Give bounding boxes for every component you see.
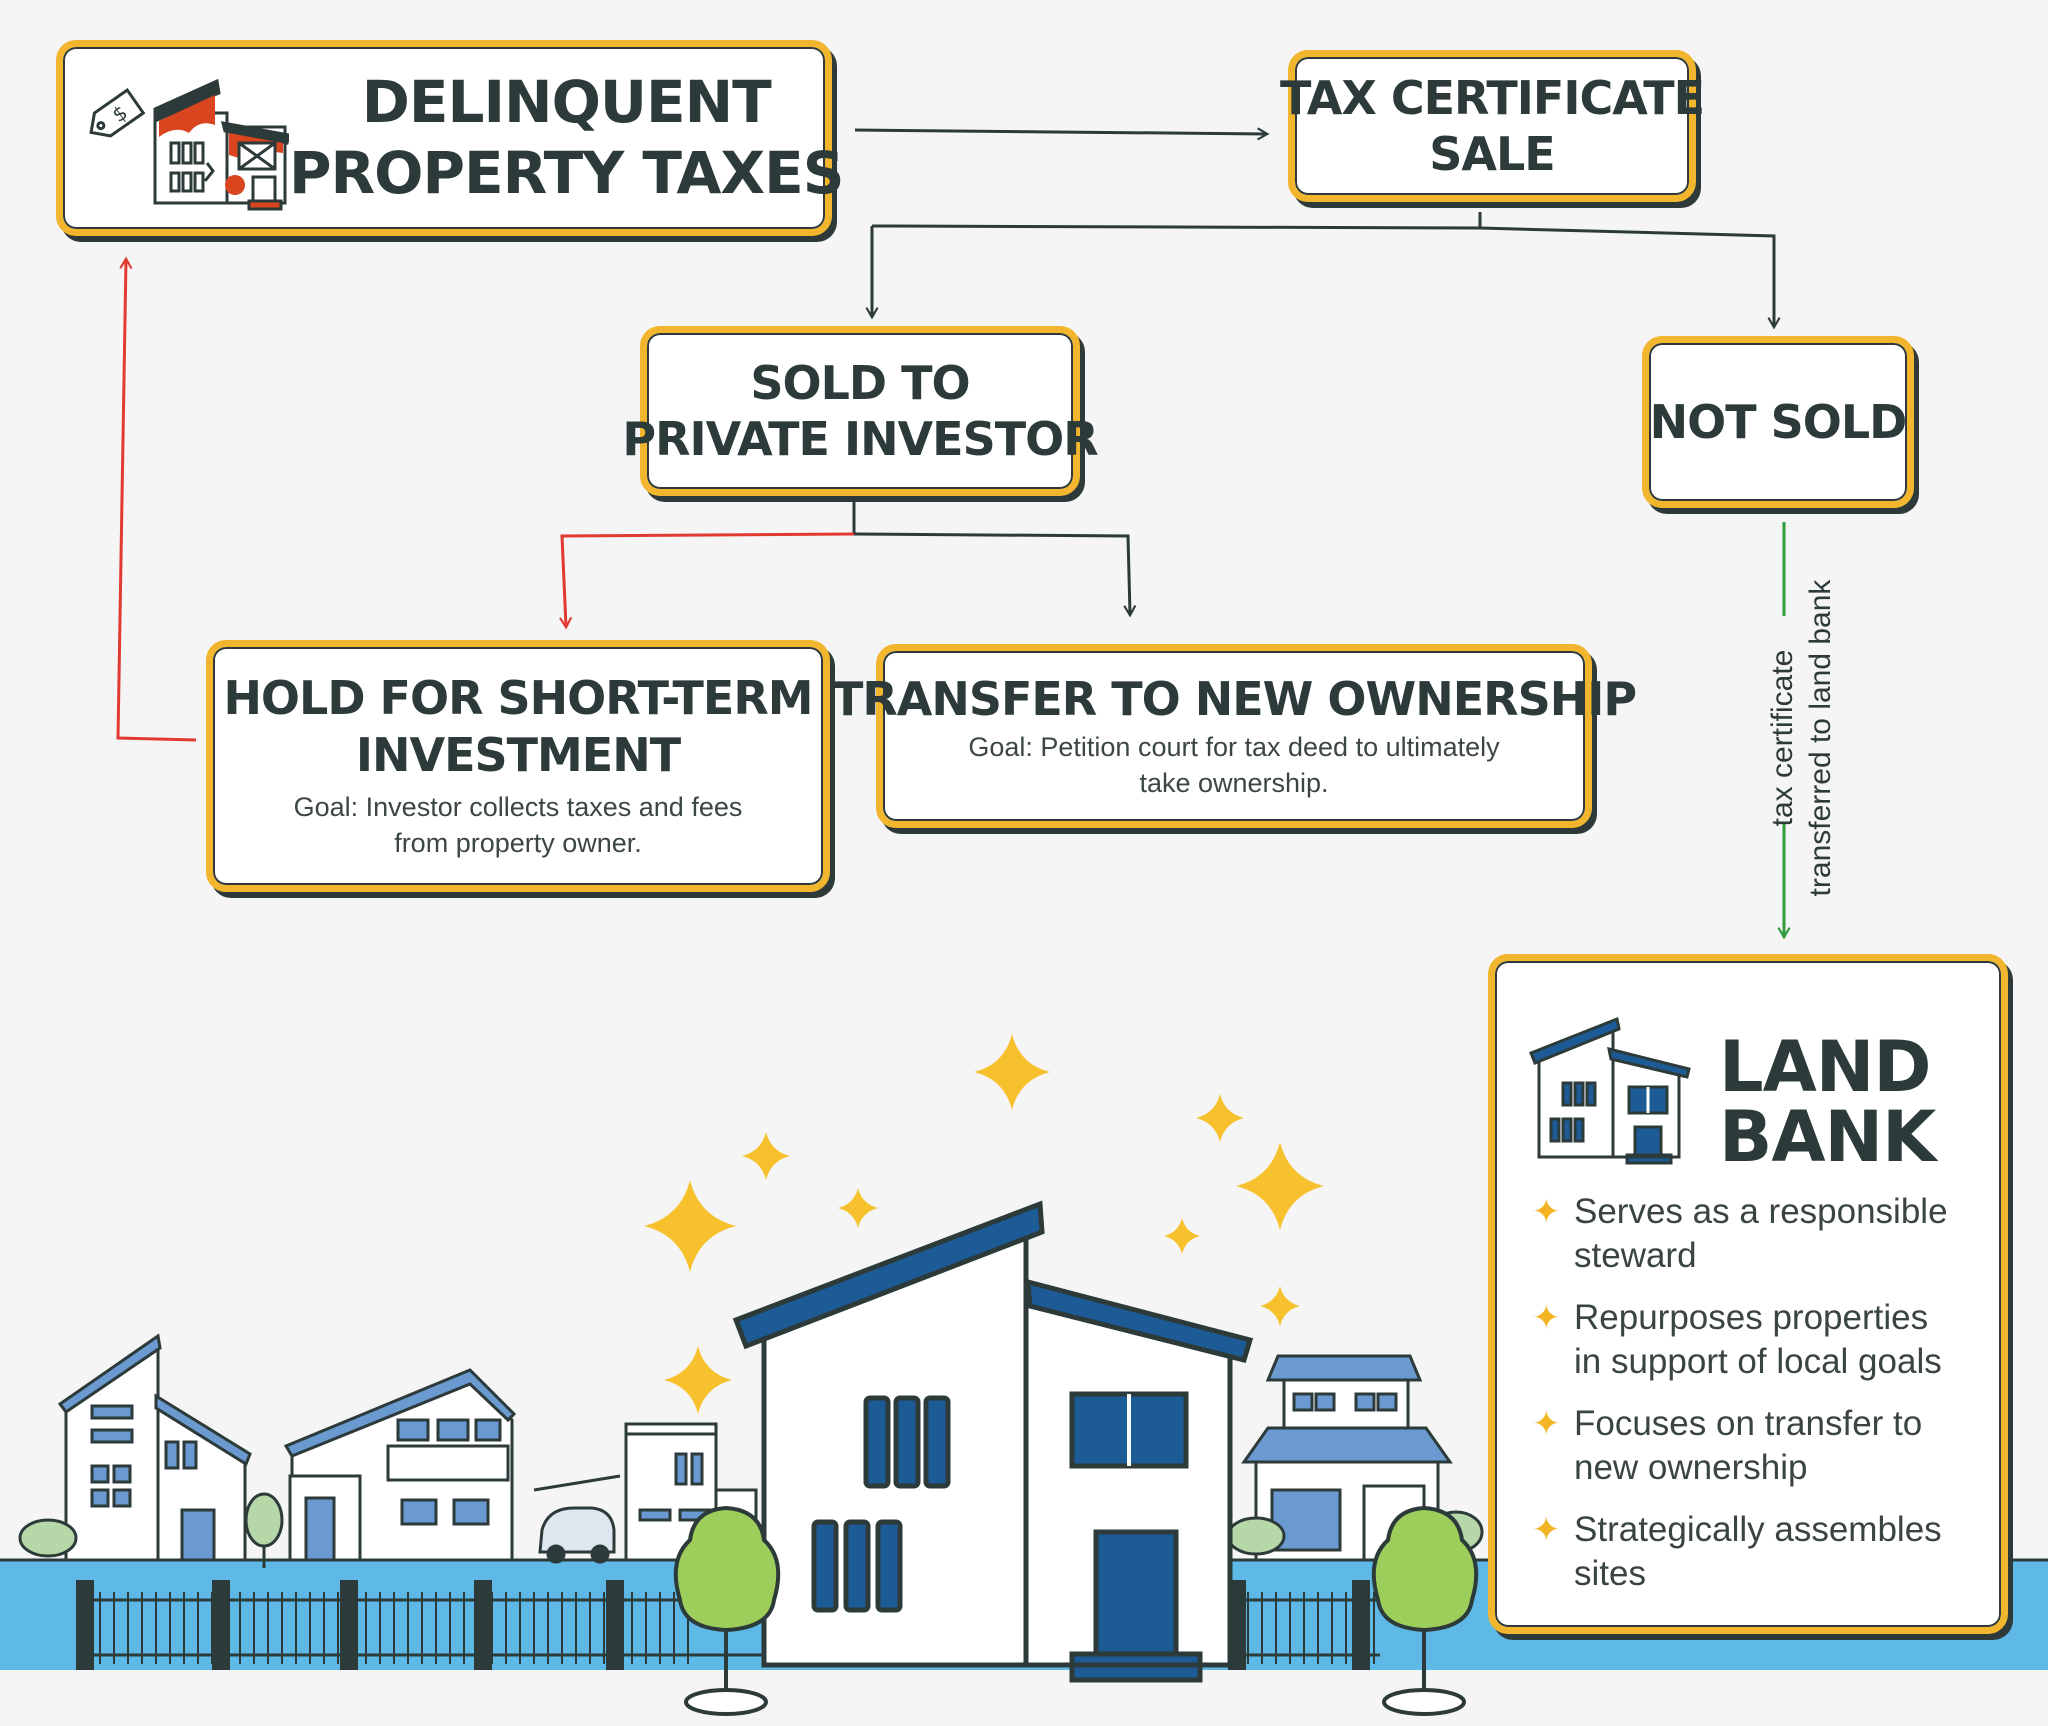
edge-label-line2: transferred to land bank (1804, 579, 1837, 897)
transfer-goal-line1: Goal: Petition court for tax deed to ult… (968, 731, 1500, 762)
land-bank-bullet-4: ✦ Strategically assembles sites (1532, 1508, 2002, 1596)
bullet-3-line1: Focuses on transfer to (1574, 1404, 1923, 1443)
tax-cert-title-line1: TAX CERTIFICATE (1279, 70, 1705, 125)
sparkle-icon (664, 1346, 732, 1414)
distressed-house-icon: $ (89, 78, 289, 211)
land-bank-house-icon (1529, 1016, 1691, 1165)
arrow-to-not-sold (1479, 226, 1781, 330)
split-from-sale (871, 212, 1482, 230)
node-land-bank: LAND BANK (1488, 954, 2008, 1634)
delinquent-title-line1: DELINQUENT (361, 68, 772, 137)
sparkle-icon (1196, 1094, 1244, 1142)
star-bullet-icon: ✦ (1532, 1193, 1561, 1231)
bullet-2-line2: in support of local goals (1574, 1342, 1942, 1381)
star-bullet-icon: ✦ (1532, 1405, 1561, 1443)
background-house-1 (57, 1333, 252, 1562)
sparkle-icon (1164, 1218, 1200, 1254)
fence-posts (76, 1580, 1370, 1670)
bullet-4-line1: Strategically assembles (1574, 1510, 1942, 1549)
land-bank-bullet-3: ✦ Focuses on transfer to new ownership (1532, 1402, 2002, 1490)
edge-label-land-bank: tax certificate transferred to land bank (1764, 548, 1840, 928)
background-house-2 (283, 1368, 517, 1562)
land-bank-title-line2: BANK (1719, 1096, 1936, 1178)
hold-title-line2: INVESTMENT (355, 727, 681, 782)
star-bullet-icon: ✦ (1532, 1299, 1561, 1337)
tag-icon: $ (89, 87, 146, 138)
transfer-goal-line2: take ownership. (1139, 768, 1329, 799)
hold-title-line1: HOLD FOR SHORT-TERM (223, 671, 813, 726)
arrow-to-hold-short-term (559, 532, 855, 630)
node-not-sold: NOT SOLD (1642, 336, 1914, 508)
hold-goal: Goal: Investor collects taxes and fees f… (294, 789, 743, 862)
arrow-to-transfer-ownership (853, 532, 1137, 618)
hold-goal-line2: from property owner. (394, 828, 642, 859)
sparkle-icon (644, 1180, 736, 1272)
main-house (732, 1200, 1254, 1683)
sold-private-title-line2: PRIVATE INVESTOR (622, 412, 1098, 466)
bullet-1-line1: Serves as a responsible (1574, 1192, 1948, 1231)
sparkle-icon (742, 1132, 790, 1180)
sparkle-icon (1260, 1286, 1300, 1326)
trees (673, 1505, 1479, 1716)
node-sold-to-private-investor: SOLD TO PRIVATE INVESTOR (622, 326, 1099, 496)
bullet-3-line2: new ownership (1574, 1448, 1808, 1487)
sparkle-icon (974, 1034, 1050, 1110)
background-garage-car (533, 1422, 758, 1564)
bullet-2-line1: Repurposes properties (1574, 1298, 1929, 1337)
bullet-4-line2: sites (1574, 1554, 1646, 1593)
node-hold-short-term-investment: HOLD FOR SHORT-TERM INVESTMENT Goal: Inv… (206, 640, 830, 892)
red-connectors (116, 256, 855, 742)
sold-private-title-line1: SOLD TO (750, 355, 970, 410)
node-transfer-to-new-ownership: TRANSFER TO NEW OWNERSHIP Goal: Petition… (832, 644, 1637, 828)
not-sold-title: NOT SOLD (1649, 394, 1908, 449)
transfer-goal: Goal: Petition court for tax deed to ult… (968, 729, 1499, 802)
transfer-title: TRANSFER TO NEW OWNERSHIP (831, 671, 1637, 726)
land-bank-title-line1: LAND (1719, 1026, 1931, 1108)
tax-cert-title-line2: SALE (1429, 127, 1555, 181)
arrow-delinquent-to-sale (854, 127, 1270, 141)
land-bank-bullet-1: ✦ Serves as a responsible steward (1532, 1190, 2002, 1278)
hold-goal-line1: Goal: Investor collects taxes and fees (293, 791, 743, 822)
bullet-1-line2: steward (1574, 1236, 1697, 1275)
connectors (852, 127, 1781, 618)
node-delinquent-property-taxes: $ DELINQUENT PROPERTY TAXES (56, 40, 844, 236)
edge-label-line1: tax certificate (1766, 649, 1799, 827)
arrow-loop-back-to-delinquent (116, 256, 197, 742)
delinquent-title-line2: PROPERTY TAXES (289, 139, 844, 207)
star-bullet-icon: ✦ (1532, 1511, 1561, 1549)
sparkles (644, 1034, 1324, 1414)
node-tax-certificate-sale: TAX CERTIFICATE SALE (1280, 50, 1705, 202)
sparkle-icon (1236, 1142, 1324, 1230)
sparkle-icon (838, 1188, 878, 1228)
land-bank-bullet-2: ✦ Repurposes properties in support of loc… (1532, 1296, 2002, 1384)
